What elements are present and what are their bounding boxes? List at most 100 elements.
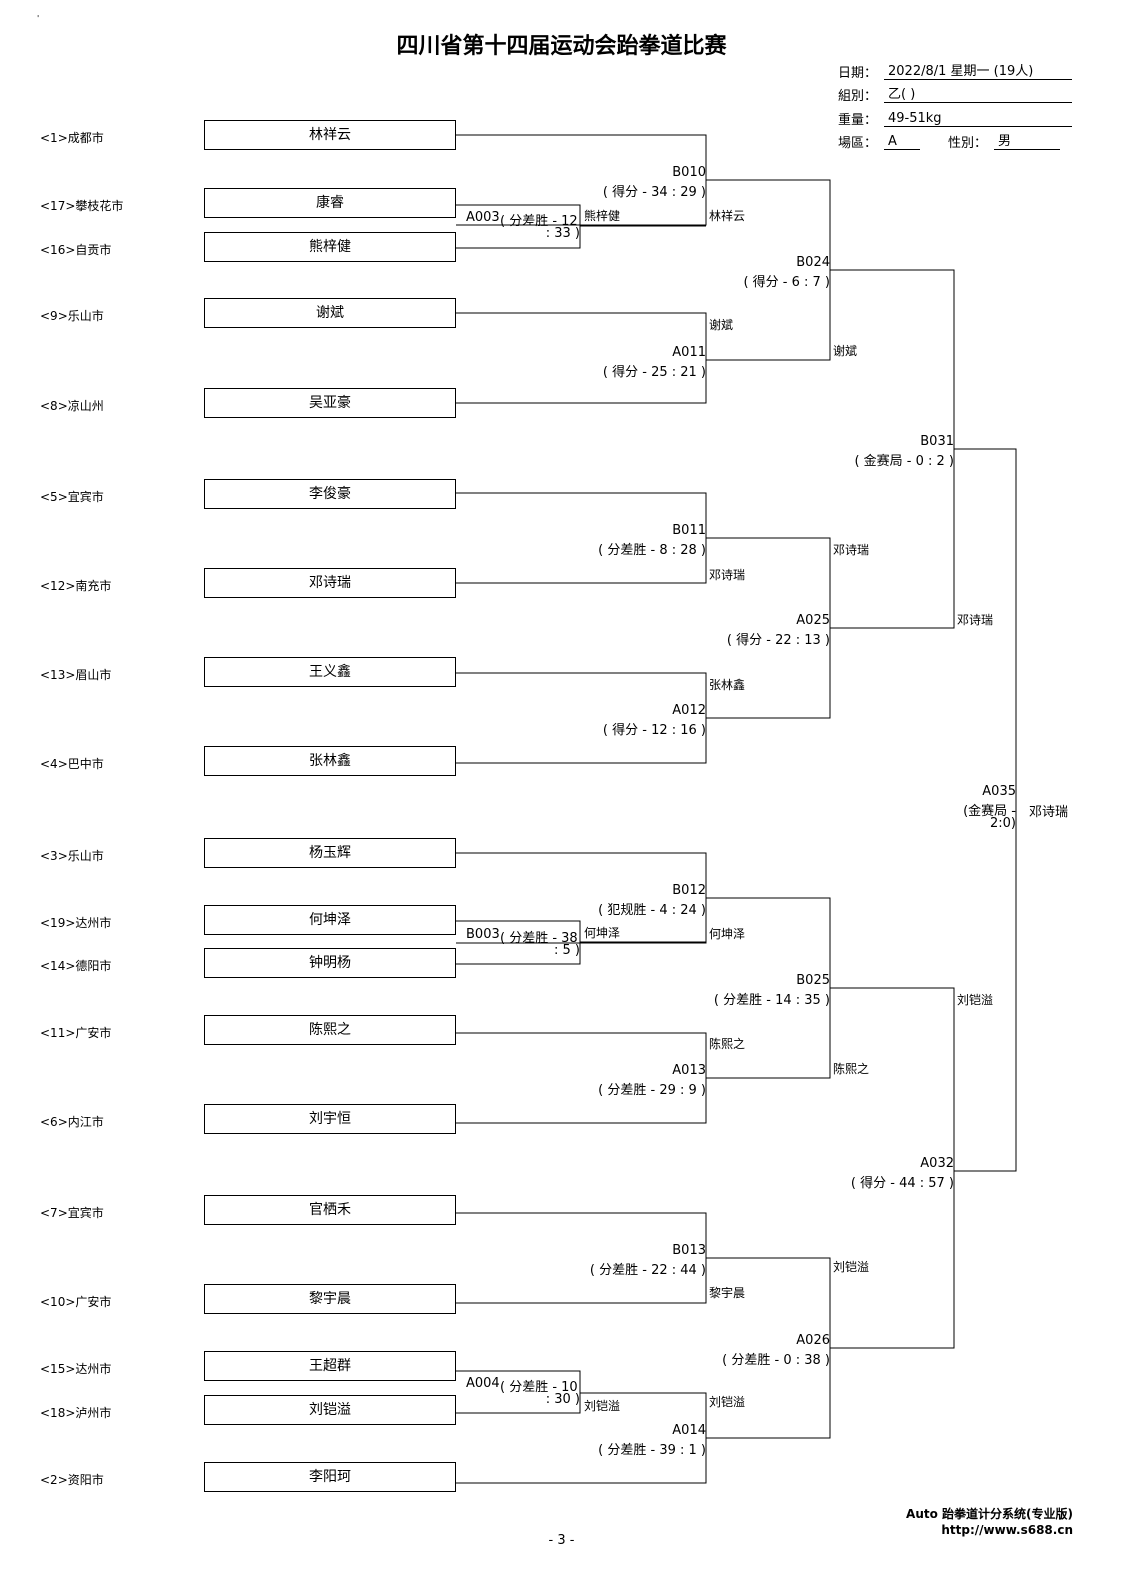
entrant-box: 李阳珂: [204, 1462, 456, 1492]
weight-value: 49-51kg: [884, 110, 1072, 127]
entrant-box: 熊梓健: [204, 232, 456, 262]
seed-label: <16>自贡市: [40, 243, 112, 257]
match-code: B031: [920, 434, 954, 449]
match-code: B025: [796, 973, 830, 988]
match-code: A004: [466, 1376, 500, 1391]
entrant-box: 官栖禾: [204, 1195, 456, 1225]
seed-label: <7>宜宾市: [40, 1206, 104, 1220]
entrant-box: 杨玉辉: [204, 838, 456, 868]
advancer-name: 刘铠溢: [709, 1395, 746, 1409]
seed-label: <11>广安市: [40, 1026, 112, 1040]
match-result: ( 分差胜 - 22 : 44 ): [589, 1263, 706, 1278]
entrant-box: 张林鑫: [204, 746, 456, 776]
seed-label: <3>乐山市: [40, 849, 104, 863]
entrant-box: 康睿: [204, 188, 456, 218]
corner-mark: ': [37, 14, 40, 23]
seed-label: <17>攀枝花市: [40, 199, 124, 213]
weight-label: 重量：: [838, 113, 878, 128]
match-code: A003: [466, 210, 500, 225]
match-result: : 5 ): [554, 943, 580, 958]
match-result: ( 得分 - 34 : 29 ): [602, 185, 706, 200]
seed-label: <4>巴中市: [40, 757, 104, 771]
match-result: 2:0): [990, 816, 1016, 831]
seed-label: <2>资阳市: [40, 1473, 104, 1487]
match-result: ( 得分 - 12 : 16 ): [602, 723, 706, 738]
match-code: A013: [672, 1063, 706, 1078]
seed-label: <19>达州市: [40, 916, 112, 930]
advancer-name: 陈熙之: [709, 1037, 746, 1051]
match-result: ( 分差胜 - 8 : 28 ): [598, 543, 706, 558]
entrant-box: 刘宇恒: [204, 1104, 456, 1134]
match-result: (金赛局 -: [963, 804, 1016, 819]
advancer-name: 邓诗瑞: [709, 568, 746, 582]
advancer-name: 邓诗瑞: [957, 613, 994, 627]
area-value: A: [884, 133, 920, 150]
entrant-box: 何坤泽: [204, 905, 456, 935]
match-result: ( 得分 - 6 : 7 ): [743, 275, 830, 290]
advancer-name: 陈熙之: [833, 1062, 870, 1076]
match-code: A011: [672, 345, 706, 360]
advancer-name: 林祥云: [709, 209, 746, 223]
entrant-box: 林祥云: [204, 120, 456, 150]
match-code: A025: [796, 613, 830, 628]
advancer-name: 熊梓健: [584, 209, 621, 223]
date-value: 2022/8/1 星期一 (19人): [884, 63, 1072, 80]
champion-name: 邓诗瑞: [1029, 805, 1069, 820]
seed-label: <18>泸州市: [40, 1406, 112, 1420]
match-result: ( 犯规胜 - 4 : 24 ): [598, 903, 706, 918]
match-code: A035: [982, 784, 1016, 799]
date-label: 日期：: [838, 66, 878, 81]
match-result: ( 分差胜 - 38: [500, 931, 578, 946]
entrant-box: 吴亚豪: [204, 388, 456, 418]
match-result: ( 分差胜 - 10: [500, 1380, 578, 1395]
match-code: B012: [672, 883, 706, 898]
entrant-box: 李俊豪: [204, 479, 456, 509]
match-result: ( 分差胜 - 29 : 9 ): [598, 1083, 706, 1098]
match-code: B013: [672, 1243, 706, 1258]
match-result: ( 分差胜 - 39 : 1 ): [598, 1443, 706, 1458]
match-result: ( 得分 - 25 : 21 ): [602, 365, 706, 380]
page-number: - 3 -: [548, 1533, 575, 1548]
entrant-box: 邓诗瑞: [204, 568, 456, 598]
entrant-box: 陈熙之: [204, 1015, 456, 1045]
group-label: 組別：: [838, 89, 878, 104]
website-link[interactable]: http://www.s688.cn: [941, 1523, 1073, 1537]
seed-label: <1>成都市: [40, 131, 104, 145]
match-result: ( 分差胜 - 12: [500, 214, 578, 229]
match-result: : 33 ): [545, 226, 580, 241]
advancer-name: 刘铠溢: [584, 1399, 621, 1413]
group-value: 乙( ): [884, 86, 1072, 103]
advancer-name: 黎宇晨: [709, 1286, 746, 1300]
entrant-box: 刘铠溢: [204, 1395, 456, 1425]
page-title: 四川省第十四届运动会跆拳道比赛: [396, 34, 727, 59]
match-code: B010: [672, 165, 706, 180]
match-result: ( 得分 - 22 : 13 ): [726, 633, 830, 648]
advancer-name: 谢斌: [833, 344, 858, 358]
software-name: Auto 跆拳道计分系统(专业版): [906, 1507, 1073, 1521]
advancer-name: 张林鑫: [709, 678, 746, 692]
match-code: A026: [796, 1333, 830, 1348]
match-result: ( 得分 - 44 : 57 ): [850, 1176, 954, 1191]
area-label: 場區：: [838, 136, 878, 151]
match-code: B003: [466, 927, 500, 942]
advancer-name: 邓诗瑞: [833, 543, 870, 557]
seed-label: <5>宜宾市: [40, 490, 104, 504]
entrant-box: 黎宇晨: [204, 1284, 456, 1314]
match-result: ( 分差胜 - 14 : 35 ): [713, 993, 830, 1008]
seed-label: <14>德阳市: [40, 959, 112, 973]
seed-label: <13>眉山市: [40, 668, 112, 682]
advancer-name: 何坤泽: [709, 927, 746, 941]
seed-label: <6>内江市: [40, 1115, 104, 1129]
seed-label: <9>乐山市: [40, 309, 104, 323]
match-code: A032: [920, 1156, 954, 1171]
seed-label: <15>达州市: [40, 1362, 112, 1376]
match-code: A014: [672, 1423, 706, 1438]
match-result: ( 分差胜 - 0 : 38 ): [722, 1353, 830, 1368]
match-code: B024: [796, 255, 830, 270]
match-code: B011: [672, 523, 706, 538]
seed-label: <12>南充市: [40, 579, 112, 593]
advancer-name: 谢斌: [709, 318, 734, 332]
advancer-name: 刘铠溢: [957, 993, 994, 1007]
entrant-box: 谢斌: [204, 298, 456, 328]
